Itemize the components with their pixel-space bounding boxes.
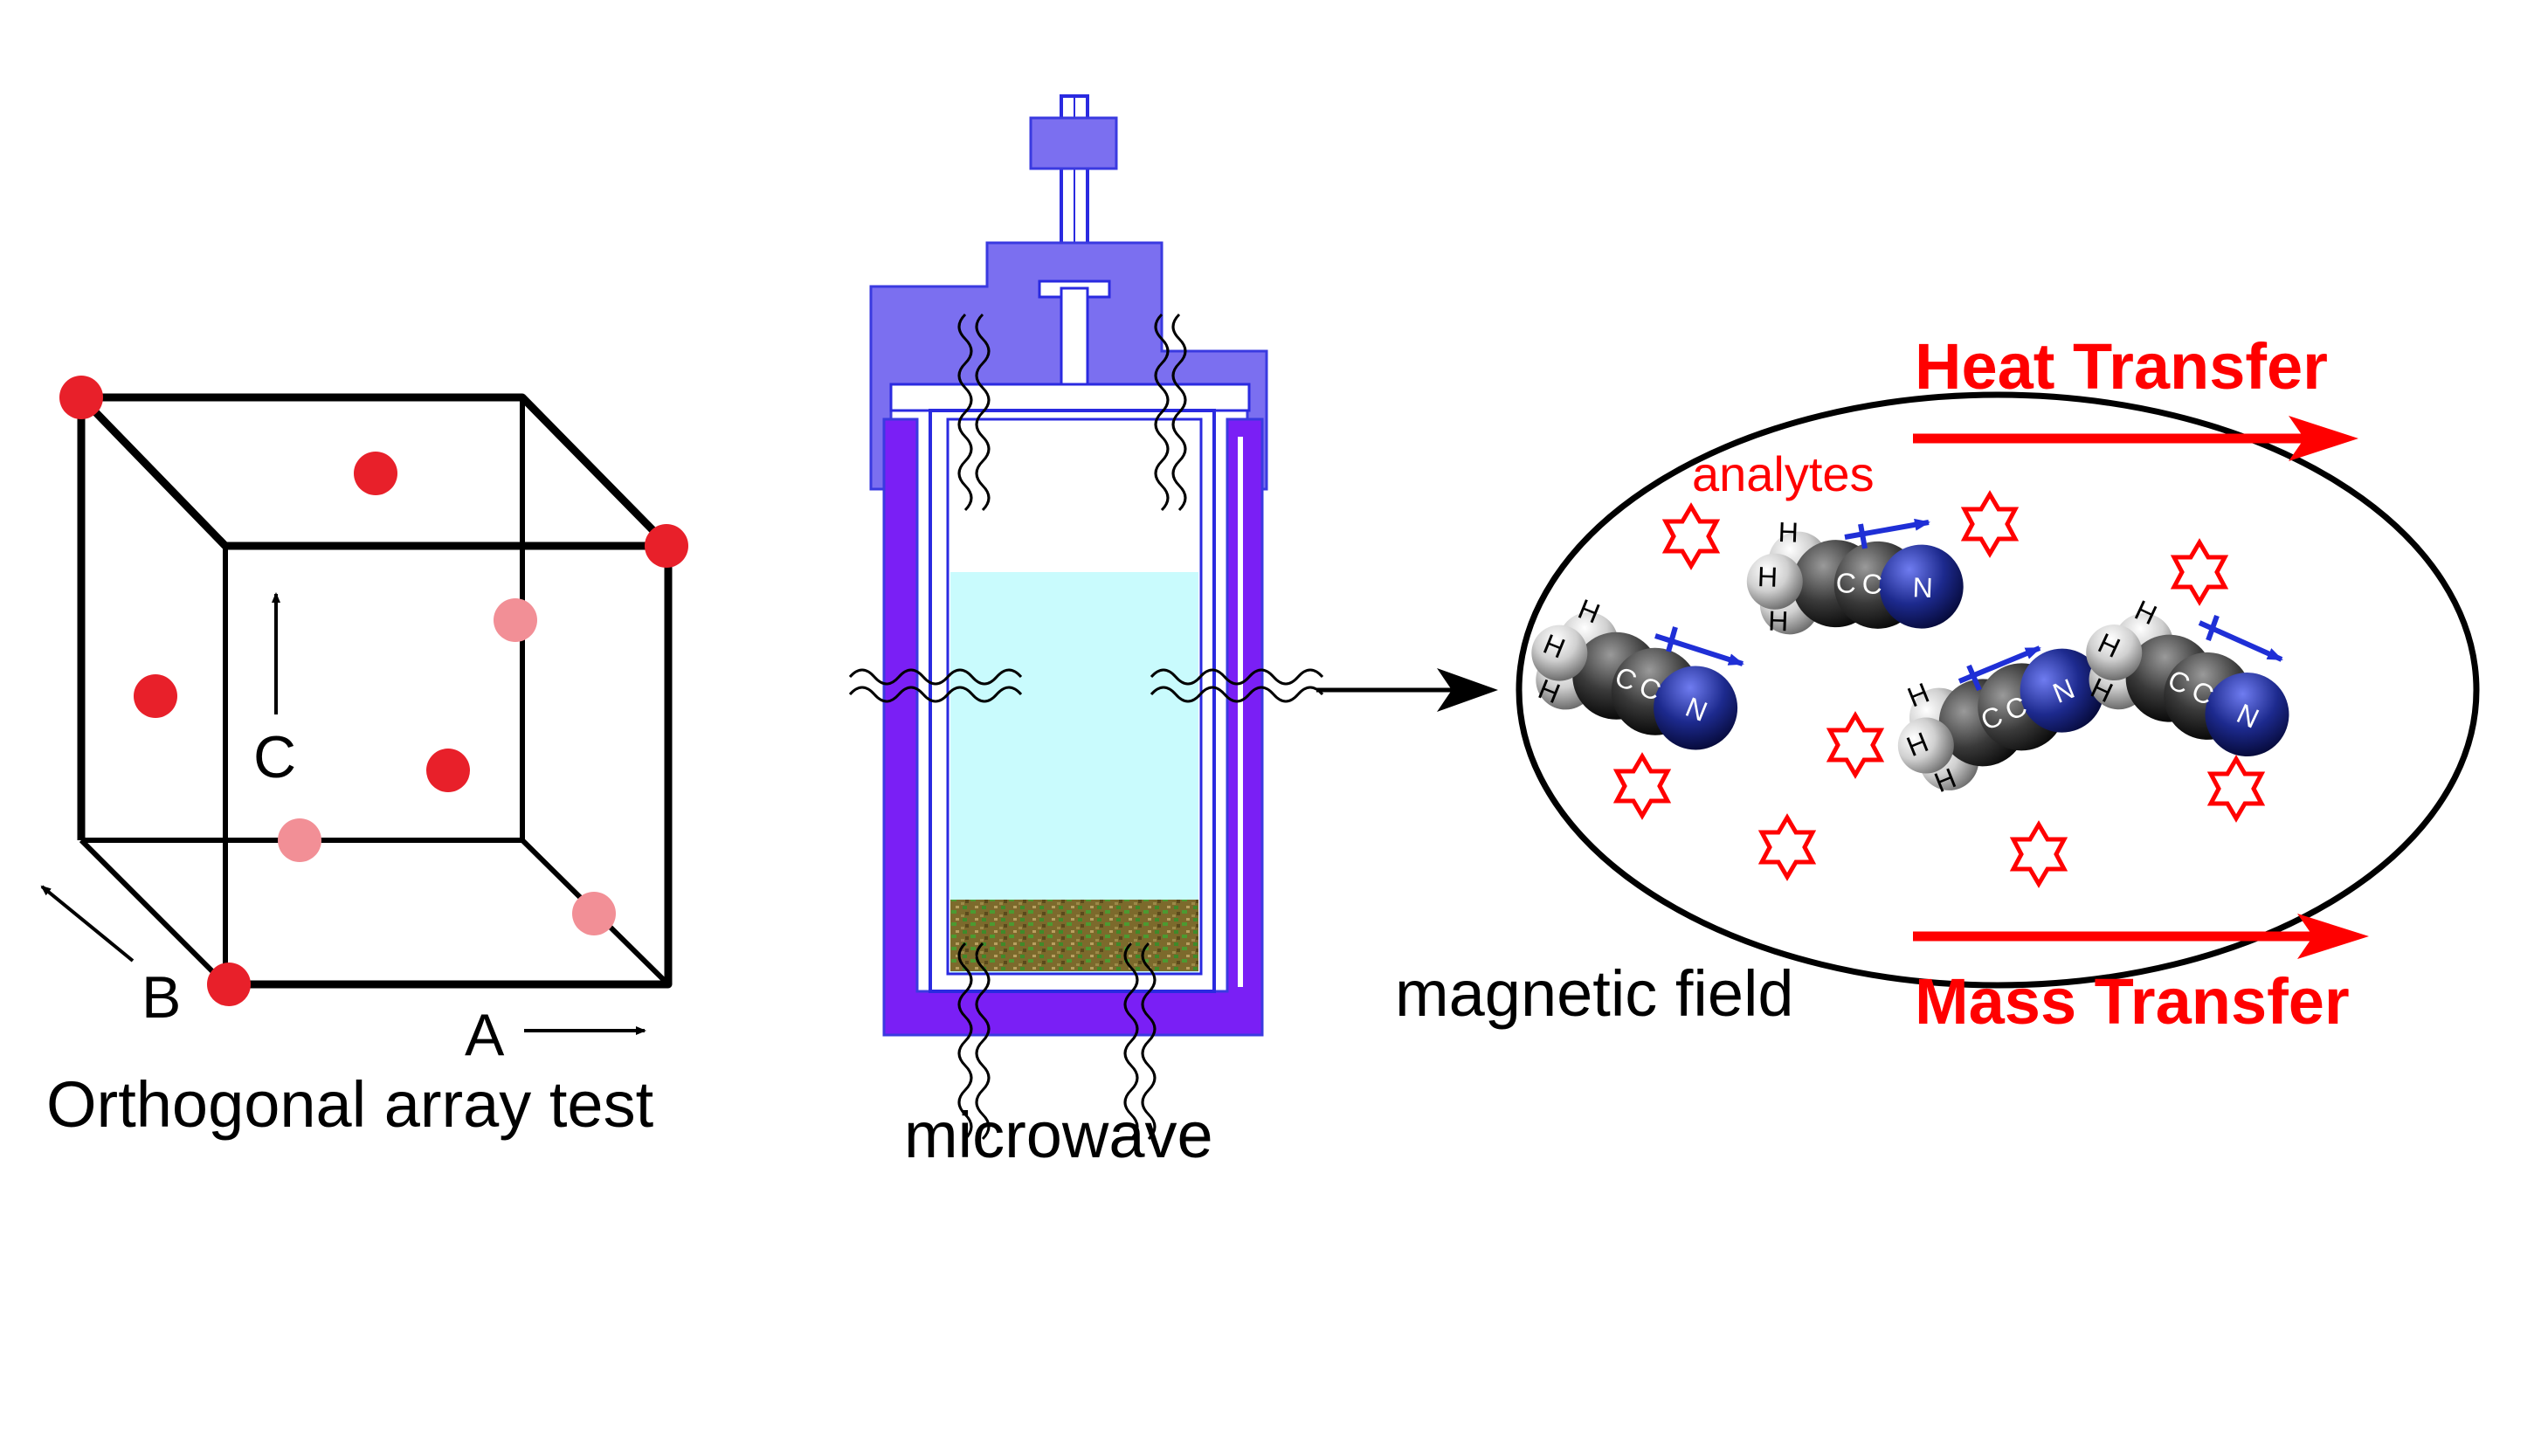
design-point bbox=[134, 674, 177, 718]
heat-transfer: Heat Transfer bbox=[1913, 330, 2358, 461]
orthogonal-cube: C B A Orthogonal array test bbox=[40, 376, 688, 1141]
design-point bbox=[59, 376, 103, 419]
acetonitrile-molecule: H H H C C N bbox=[1531, 593, 1738, 750]
svg-text:H: H bbox=[1768, 604, 1789, 637]
microwave-waves bbox=[848, 313, 1324, 1141]
axis-c-label: C bbox=[253, 724, 296, 790]
microwave-vessel: microwave bbox=[848, 94, 1324, 1171]
cube-outline bbox=[78, 394, 668, 550]
analytes-label: analytes bbox=[1692, 446, 1875, 501]
acetonitrile-molecule: H H H C C N bbox=[1897, 648, 2104, 798]
design-point-faded bbox=[572, 892, 616, 935]
microwave-caption: microwave bbox=[904, 1099, 1213, 1171]
axis-b-label: B bbox=[142, 964, 181, 1031]
svg-text:C: C bbox=[1835, 567, 1856, 599]
vessel-knob bbox=[1029, 116, 1118, 170]
dipole-arrow bbox=[1844, 518, 1930, 549]
cube-edge bbox=[79, 838, 228, 987]
axis-a-label: A bbox=[465, 1002, 505, 1068]
vessel-jacket bbox=[882, 417, 1264, 1037]
svg-text:H: H bbox=[1757, 561, 1778, 593]
design-point bbox=[207, 963, 251, 1006]
mass-transfer-label: Mass Transfer bbox=[1915, 965, 2350, 1038]
axis-b-arrow bbox=[40, 885, 135, 963]
mass-transfer-arrowhead bbox=[2297, 914, 2369, 959]
flow-arrowhead bbox=[1437, 668, 1498, 712]
svg-text:N: N bbox=[1912, 571, 1933, 604]
heat-transfer-label: Heat Transfer bbox=[1915, 330, 2328, 403]
design-point bbox=[426, 749, 470, 792]
mass-transfer: Mass Transfer bbox=[1913, 914, 2369, 1038]
design-point-faded bbox=[278, 818, 321, 862]
reaction-zone: analytes magnetic field H H H C C N bbox=[1395, 391, 2480, 1030]
dipole-arrow bbox=[1654, 626, 1744, 666]
acetonitrile-molecule: H H H C C N bbox=[1746, 516, 1964, 637]
acetonitrile-molecule: H H H C C N bbox=[2086, 594, 2289, 757]
design-point bbox=[645, 524, 688, 568]
svg-text:H: H bbox=[1778, 516, 1799, 549]
dipole-arrow bbox=[1958, 645, 2041, 692]
svg-text:C: C bbox=[1861, 568, 1882, 600]
design-point-faded bbox=[494, 598, 537, 642]
cube-caption: Orthogonal array test bbox=[46, 1068, 654, 1141]
magnetic-field-label: magnetic field bbox=[1395, 957, 1794, 1030]
dipole-arrow bbox=[2198, 614, 2283, 662]
design-point bbox=[354, 452, 397, 495]
sediment bbox=[950, 900, 1198, 971]
heat-transfer-arrowhead bbox=[2289, 416, 2358, 461]
